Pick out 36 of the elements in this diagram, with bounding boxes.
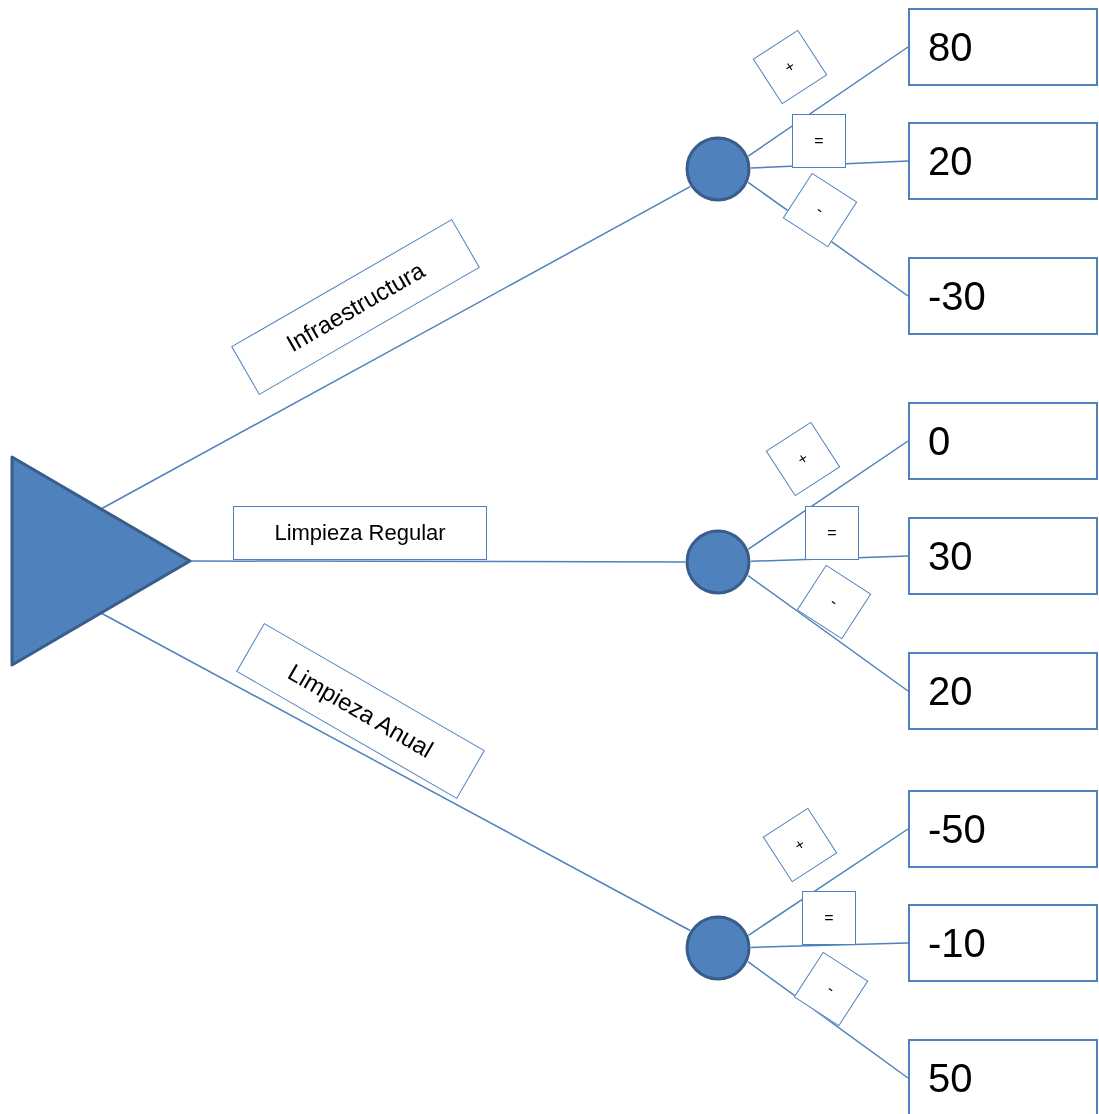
edge-label: - xyxy=(782,172,858,248)
outcome-value: 80 xyxy=(928,24,973,70)
outcome-box xyxy=(908,904,1098,982)
outcome-box xyxy=(908,402,1098,480)
edge-label: Limpieza Regular xyxy=(233,506,487,560)
outcome-box xyxy=(908,8,1098,86)
branch-line xyxy=(747,46,909,157)
outcome-value: 50 xyxy=(928,1055,973,1101)
outcome-value: -10 xyxy=(928,920,986,966)
branch-line xyxy=(100,612,691,932)
branch-line xyxy=(100,185,691,510)
outcome-box xyxy=(908,122,1098,200)
outcome-box xyxy=(908,1039,1098,1114)
edge-label: + xyxy=(765,421,841,497)
outcome-value: 0 xyxy=(928,418,951,464)
outcome-box xyxy=(908,257,1098,335)
edge-label: + xyxy=(762,807,838,883)
edge-label: + xyxy=(752,29,828,105)
outcome-box xyxy=(908,790,1098,868)
branch-line xyxy=(747,828,909,937)
edge-label: - xyxy=(796,564,872,640)
edge-label: = xyxy=(792,114,846,168)
branch-line xyxy=(750,942,909,949)
branch-line xyxy=(747,440,909,550)
outcome-value: 20 xyxy=(928,668,973,714)
outcome-box xyxy=(908,517,1098,595)
edge-label: - xyxy=(793,951,869,1027)
outcome-value: -30 xyxy=(928,273,986,319)
outcome-value: 30 xyxy=(928,533,973,579)
outcome-box xyxy=(908,652,1098,730)
edge-label: = xyxy=(802,891,856,945)
outcome-value: 20 xyxy=(928,138,973,184)
edge-label: = xyxy=(805,506,859,560)
outcome-value: -50 xyxy=(928,806,986,852)
branch-line xyxy=(747,574,909,692)
branch-line xyxy=(189,560,686,563)
